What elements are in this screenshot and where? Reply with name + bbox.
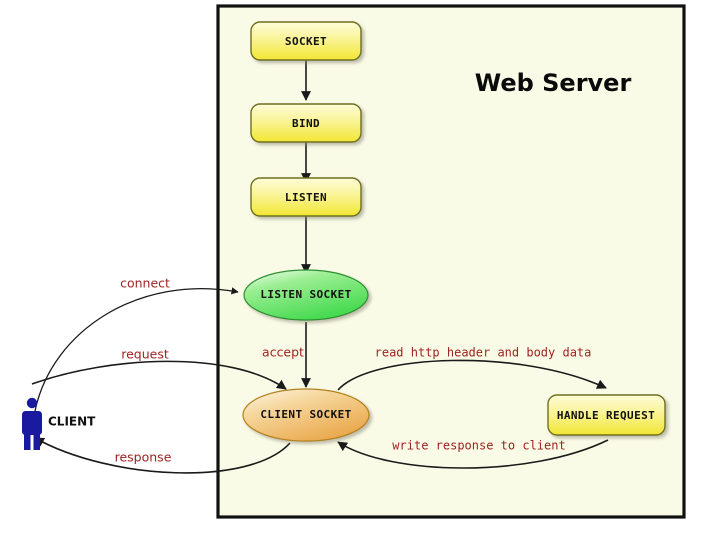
page-title: Web Server xyxy=(475,69,632,97)
node-client-socket-label: CLIENT SOCKET xyxy=(260,408,351,421)
person-icon xyxy=(22,397,42,450)
node-handle-request[interactable]: HANDLE REQUEST xyxy=(547,394,666,436)
node-socket[interactable]: SOCKET xyxy=(250,21,362,61)
node-listen-label: LISTEN xyxy=(285,191,327,204)
edge-read-http xyxy=(337,359,607,391)
edge-label-read-http: read http header and body data xyxy=(375,346,592,360)
node-listen-shape xyxy=(250,177,362,217)
edge-response xyxy=(34,437,291,474)
edge-label-response: response xyxy=(115,450,172,465)
node-handle-request-shape xyxy=(547,394,666,436)
edge-label-write-response: write response to client xyxy=(392,439,565,453)
node-listen[interactable]: LISTEN xyxy=(250,177,362,217)
node-socket-shape xyxy=(250,21,362,61)
node-handle-request-label: HANDLE REQUEST xyxy=(557,409,655,422)
node-client-socket[interactable]: CLIENT SOCKET xyxy=(242,388,370,442)
node-bind-shape xyxy=(250,103,362,143)
node-bind[interactable]: BIND xyxy=(250,103,362,143)
edge-connect xyxy=(34,287,239,412)
client-actor[interactable]: CLIENT xyxy=(22,397,96,450)
node-listen-socket-shape xyxy=(243,269,369,321)
client-actor-label: CLIENT xyxy=(48,415,96,429)
node-listen-socket[interactable]: LISTEN SOCKET xyxy=(243,269,369,321)
edge-label-accept: accept xyxy=(262,345,304,360)
node-client-socket-shape xyxy=(242,388,370,442)
edge-request xyxy=(31,360,287,390)
node-socket-label: SOCKET xyxy=(285,35,327,48)
node-listen-socket-label: LISTEN SOCKET xyxy=(260,288,351,301)
edge-label-connect: connect xyxy=(120,276,170,291)
edge-write-response xyxy=(337,439,609,469)
node-bind-label: BIND xyxy=(292,117,320,130)
edge-label-request: request xyxy=(121,347,169,362)
